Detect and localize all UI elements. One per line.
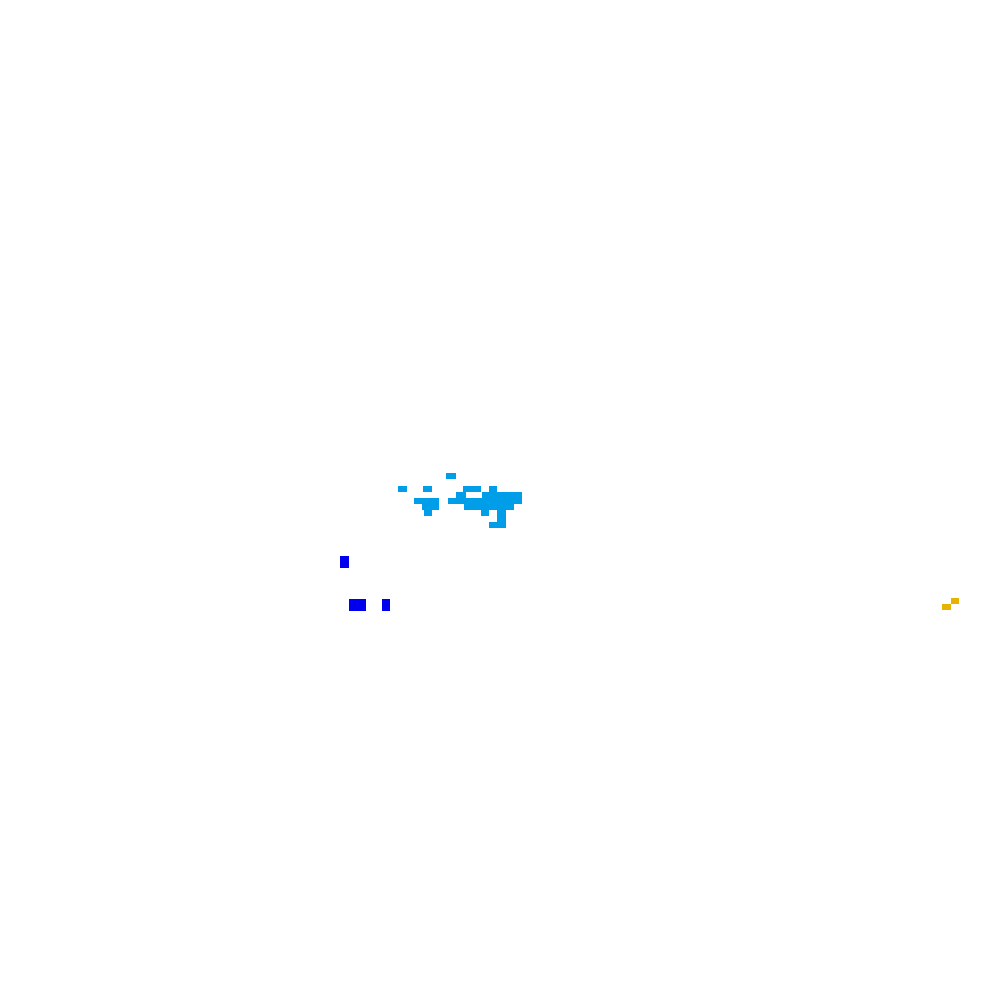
light-blue-cluster — [398, 473, 522, 528]
yellow-marks — [942, 598, 959, 610]
blue-marks-cell — [382, 599, 390, 611]
yellow-marks-cell — [942, 604, 951, 610]
light-blue-cluster-cell — [489, 486, 497, 492]
light-blue-cluster-cell — [424, 510, 432, 516]
light-blue-cluster-cell — [414, 498, 439, 504]
light-blue-cluster-cell — [489, 522, 506, 528]
light-blue-cluster-cell — [398, 486, 407, 492]
light-blue-cluster-cell — [448, 498, 522, 504]
light-blue-cluster-cell — [423, 486, 432, 492]
light-blue-cluster-cell — [482, 492, 522, 498]
blue-marks-cell — [340, 556, 349, 568]
blue-marks-cell — [349, 599, 366, 611]
light-blue-cluster-cell — [456, 492, 466, 498]
light-blue-cluster-cell — [497, 510, 506, 516]
light-blue-cluster-cell — [446, 473, 456, 479]
yellow-marks-cell — [951, 598, 959, 604]
light-blue-cluster-cell — [463, 486, 481, 492]
blue-marks — [340, 556, 390, 611]
light-blue-cluster-cell — [464, 504, 514, 510]
light-blue-cluster-cell — [481, 510, 489, 516]
light-blue-cluster-cell — [497, 516, 506, 522]
light-blue-cluster-cell — [422, 504, 439, 510]
